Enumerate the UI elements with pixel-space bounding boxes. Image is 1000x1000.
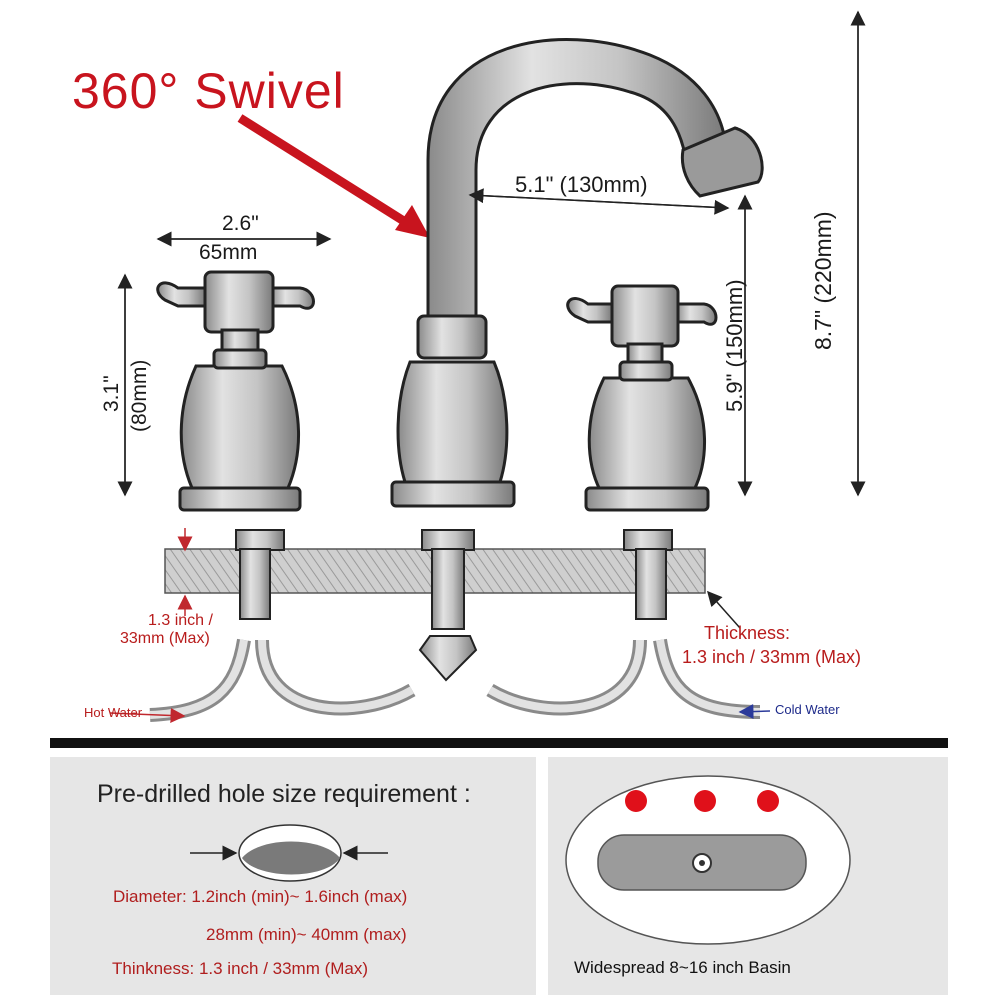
handle-height-in: 3.1" — [100, 375, 123, 412]
spout-reach-label: 5.1" (130mm) — [515, 172, 648, 197]
deck-thickness-line2: 33mm (Max) — [120, 630, 210, 647]
hot-water-label: Hot Water — [84, 705, 143, 720]
thickness-value: 1.3 inch / 33mm (Max) — [682, 647, 862, 667]
hole-illustration — [190, 824, 388, 882]
right-handle — [566, 284, 718, 512]
diameter-value-mm: 28mm (min)~ 40mm (max) — [206, 925, 407, 944]
thinkness-label: Thinkness: — [112, 959, 195, 978]
diameter-row: Diameter: 1.2inch (min)~ 1.6inch (max) — [113, 887, 407, 907]
spout — [390, 38, 764, 508]
swivel-arrow — [237, 114, 430, 238]
diameter-label: Diameter: — [113, 887, 187, 906]
basin-illustration — [548, 757, 948, 995]
swivel-label: 360° Swivel — [72, 63, 345, 119]
hole-requirement-title: Pre-drilled hole size requirement : — [97, 780, 471, 808]
handle-width-in: 2.6" — [222, 212, 259, 235]
basin-caption: Widespread 8~16 inch Basin — [574, 958, 791, 977]
cold-water-label: Cold Water — [775, 702, 840, 717]
thinkness-value: 1.3 inch / 33mm (Max) — [198, 959, 369, 978]
diameter-value-in: 1.2inch (min)~ 1.6inch (max) — [191, 887, 408, 906]
spout-height-label: 5.9" (150mm) — [722, 279, 747, 412]
handle-height-mm: (80mm) — [128, 359, 151, 432]
total-height-label: 8.7" (220mm) — [810, 211, 836, 350]
water-hoses — [109, 635, 771, 723]
countertop-section — [164, 528, 741, 630]
deck-thickness-line1: 1.3 inch / — [148, 612, 213, 629]
thickness-title: Thickness: — [704, 623, 791, 643]
dimension-lines — [117, 10, 866, 497]
section-divider — [50, 738, 948, 748]
left-handle — [156, 270, 315, 512]
thickness-row: Thinkness: 1.3 inch / 33mm (Max) — [112, 959, 368, 979]
handle-width-mm: 65mm — [199, 241, 258, 264]
